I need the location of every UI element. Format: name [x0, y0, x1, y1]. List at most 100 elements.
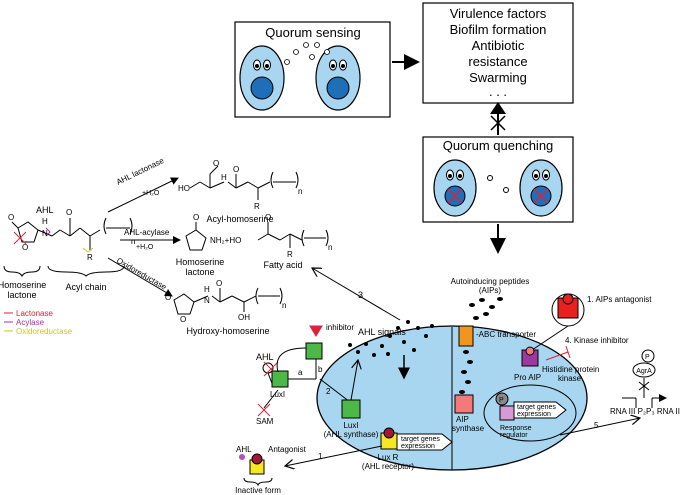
hsl-o: O	[193, 213, 199, 222]
step-5-label: 5	[594, 421, 599, 430]
response-regulator-2: regulator	[500, 432, 528, 439]
p-label-regulator: P	[499, 397, 504, 404]
homoserine-lactone-left-2: lactone	[7, 290, 36, 300]
legend-oxidoreductase: Oxidoreductase	[16, 327, 73, 336]
acyl-hs-r: R	[254, 202, 260, 211]
brace-homoserine	[3, 265, 41, 278]
atom-h: H	[42, 217, 48, 226]
acyl-chain-label: Acyl chain	[65, 282, 106, 292]
homoserine-lactone-left-1: Homoserine	[0, 280, 46, 290]
aip-dots	[459, 297, 503, 394]
ohs-n: N	[204, 296, 210, 305]
outcome-resistance: resistance	[468, 54, 527, 69]
acyl-homoserine-structure	[189, 165, 299, 200]
step-1-arrow	[285, 445, 383, 466]
atom-r: R	[87, 253, 93, 262]
p-label-agra: P	[645, 354, 650, 361]
sam-label: SAM	[256, 417, 274, 426]
ahl-signals-label: AHL signals	[358, 327, 406, 337]
step-2-label: 2	[326, 387, 331, 396]
atom-o-ring: O	[22, 243, 28, 252]
rna-label: RNA III P₂P₃ RNA II	[610, 407, 680, 416]
subscript-n-left: n	[131, 237, 135, 246]
atom-o-left: O	[8, 213, 14, 222]
ohs-oh: OH	[238, 313, 250, 322]
atom-o-carbonyl: O	[66, 208, 72, 217]
hsl-nh2: NH₂+HO	[210, 236, 241, 245]
luxr-target-genes-1: target genes	[401, 436, 440, 443]
aips-antagonist-label: 1. AIPs antagonist	[587, 295, 652, 304]
hydroxy-homoserine-label: Hydroxy-homoserine	[186, 326, 269, 336]
outcome-swarming: Swarming	[469, 70, 527, 85]
ohs-o1: O	[165, 293, 171, 302]
legend-acylase: Acylase	[16, 318, 45, 327]
quorum-quenching-box: Quorum quenching	[422, 136, 574, 223]
luxi-synthase-box	[341, 399, 361, 419]
response-regulator-box	[499, 405, 515, 421]
agra-label: AgrA	[636, 368, 652, 375]
acyl-hs-ho: HO	[178, 184, 190, 193]
outcome-virulence: Virulence factors	[450, 6, 547, 21]
step-3-arrow	[312, 268, 401, 321]
antagonist-label: Antagonist	[268, 445, 307, 454]
aip-synthase-box	[454, 394, 474, 414]
luxi-label-2: (AHL synthase)	[324, 430, 379, 439]
ohs-h: H	[204, 285, 210, 294]
inhibitor-label: inhibitor	[326, 323, 354, 332]
ahl-acylase-label: AHL-acylase	[124, 228, 170, 237]
inactive-form-label: Inactive form	[235, 486, 281, 495]
luxr-target-genes-2: expression	[401, 443, 435, 450]
acyl-hs-n: n	[298, 187, 302, 196]
ahl-acylase-water: +H₂O	[136, 244, 154, 251]
luxi-label-1: LuxI	[343, 421, 358, 430]
luxr-target-genes-arrow	[396, 433, 453, 451]
acyl-homoserine-label: Acyl-homoserine	[206, 214, 273, 224]
step-1-label: 1	[318, 452, 323, 461]
abc-transporter	[458, 325, 474, 347]
luxr-ligand	[383, 427, 395, 439]
pro-aip-label: Pro AIP	[514, 373, 541, 382]
agr-target-genes-2: expression	[517, 411, 551, 418]
lactonase-arrow	[107, 177, 179, 213]
ahl-lactonase-water: +H₂O	[142, 190, 160, 197]
ahl-lactonase-label: AHL lactonase	[115, 156, 166, 187]
ahl-antagonist-label: AHL	[236, 445, 252, 454]
hydroxy-homoserine-structure	[173, 287, 283, 315]
outcome-antibiotic: Antibiotic	[472, 38, 525, 53]
fa-n: n	[328, 243, 332, 252]
hsl-right-1: Homoserine	[176, 257, 225, 267]
outcomes-box: Virulence factors Biofilm formation Anti…	[422, 2, 574, 104]
fa-o: O	[265, 213, 271, 222]
signal-molecules	[284, 42, 330, 65]
ahl-structure	[11, 217, 133, 253]
ahl-label: AHL	[36, 205, 54, 215]
step-3-label: 3	[358, 290, 363, 300]
quorum-quenching-title: Quorum quenching	[443, 138, 554, 153]
hsl-fatty-acid-structure	[185, 222, 329, 251]
legend-lactonase: Lactonase	[16, 309, 53, 318]
quorum-sensing-title: Quorum sensing	[265, 25, 360, 40]
outcome-biofilm: Biofilm formation	[450, 22, 547, 37]
histidine-kinase-2: kinase	[558, 374, 582, 383]
ohs-n-sub: n	[282, 301, 286, 310]
fa-r: R	[287, 250, 293, 259]
ahl-signal-dots	[348, 320, 434, 357]
brace-acyl	[47, 265, 125, 277]
inhibitor-triangle	[309, 325, 323, 337]
quorum-sensing-box: Quorum sensing	[234, 21, 391, 118]
luxi-small-box	[271, 370, 289, 388]
acyl-hs-o2: O	[233, 165, 239, 174]
kinase-inhibitor-label: 4. Kinase inhibitor	[565, 336, 629, 345]
luxi-small-label: LuxI	[270, 390, 285, 399]
agra-ellipse	[632, 362, 656, 378]
ohs-o3: O	[216, 279, 222, 288]
agr-target-genes-arrow	[513, 401, 567, 419]
luxi-upper-box	[305, 342, 323, 360]
atom-n: N	[42, 229, 48, 238]
aip-synthase-1: AIP	[456, 415, 469, 424]
oxidoreductase-label: Oxidoreductase	[115, 256, 169, 292]
step-5-arrow	[559, 418, 640, 436]
ohs-o2: O	[180, 315, 186, 324]
luxr-label-2: (AHL receptor)	[362, 462, 415, 471]
